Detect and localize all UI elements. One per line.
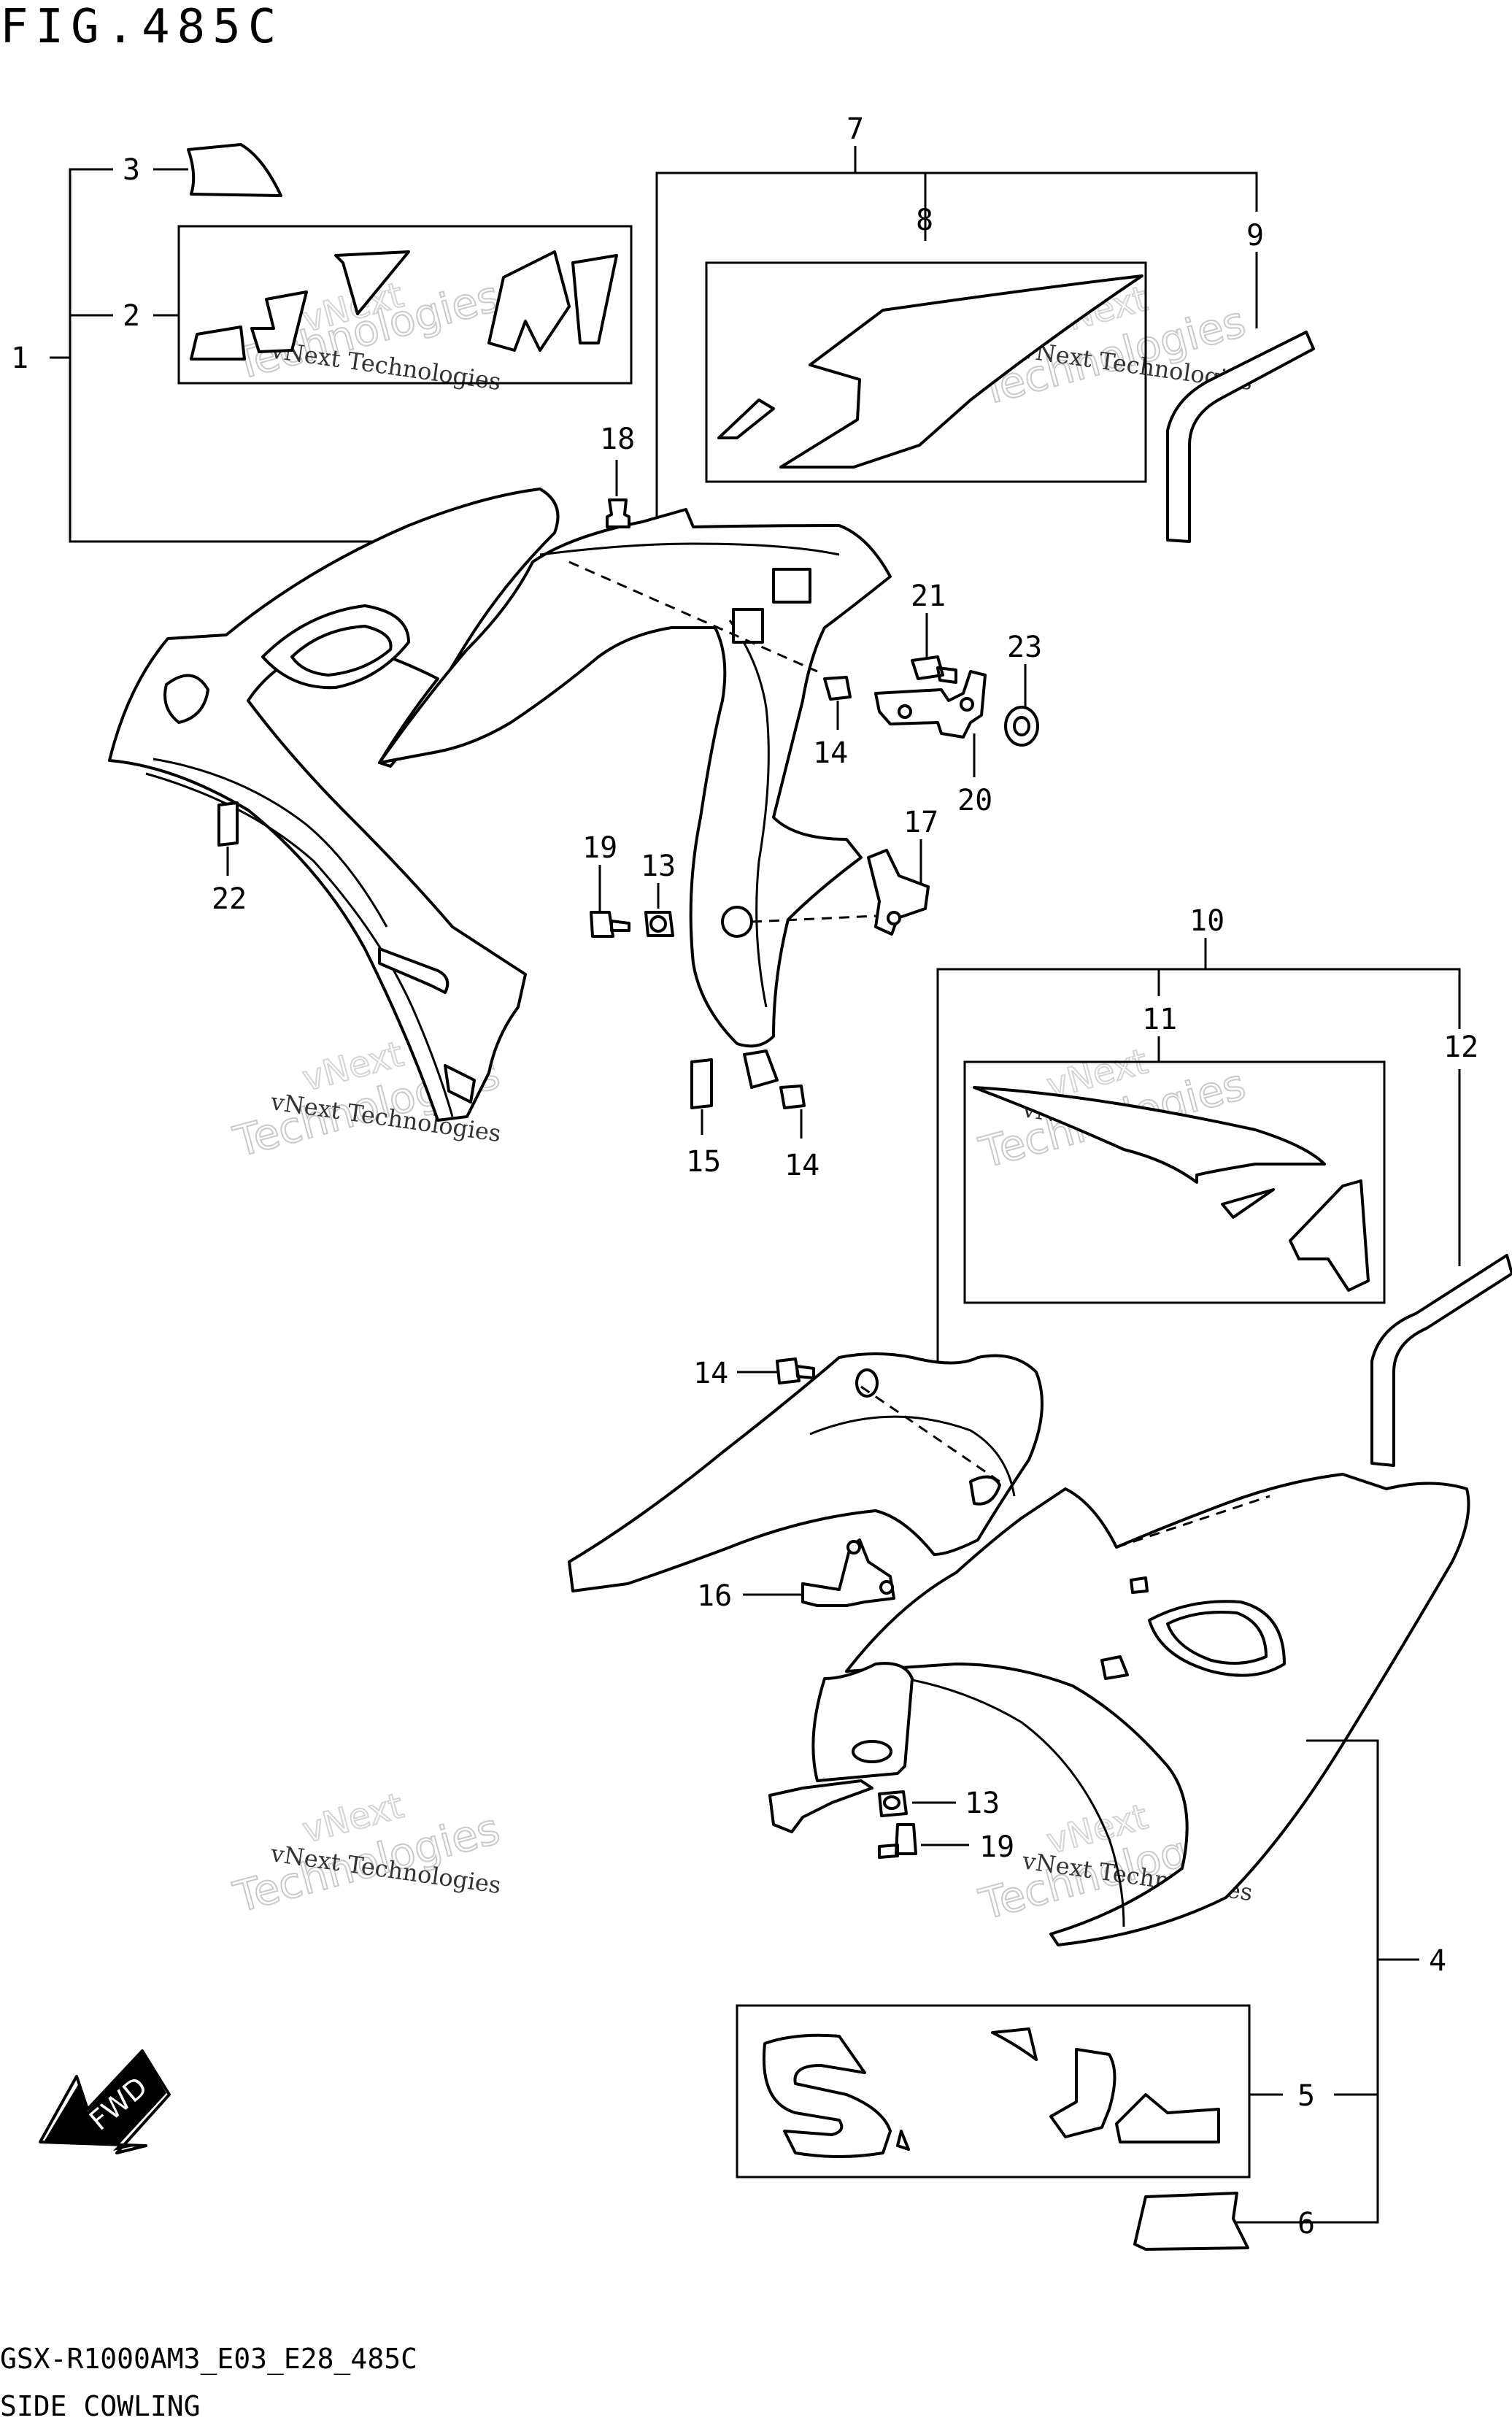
part-2-decal-a [190,325,246,361]
callout-3: 3 [123,153,140,187]
part-5-decal-c [1049,2048,1116,2138]
hole-a [855,1368,879,1398]
part-14-screw-b [779,1085,806,1109]
callout-5: 5 [1297,2079,1315,2113]
part-11-decal-c [1289,1179,1370,1292]
callout-17: 17 [903,806,938,839]
lower-inner-body [568,1352,1044,1592]
callout-14c: 14 [693,1357,728,1390]
model-code: GSX-R1000AM3_E03_E28_485C [0,2343,417,2376]
part-4-side-cowling-left [768,1473,1470,1946]
air-duct-inner [290,625,393,677]
callout-8: 8 [916,204,933,237]
callout-9: 9 [1246,219,1264,253]
part-14-screw-a [823,676,852,701]
callout-4: 4 [1429,1944,1446,1978]
callout-11: 11 [1142,1003,1177,1036]
callout-23: 23 [1007,631,1042,664]
part-19-screw-a [590,911,630,938]
cowling-body [108,488,560,1122]
callout-18: 18 [600,423,635,456]
bracket-7 [655,172,1258,525]
callout-14b: 14 [784,1149,819,1182]
grommet-hole-lower [852,1740,892,1763]
part-14-screw-c [776,1357,815,1384]
callout-2: 2 [123,299,140,333]
callout-20: 20 [957,784,992,817]
lower-front-panel [811,1662,914,1782]
section-name: SIDE COWLING [0,2390,201,2422]
callout-10: 10 [1189,904,1224,938]
bracket-10 [936,968,1461,1368]
callout-group-10: 10 11 12 [936,904,1512,1467]
part-8-decal-b [779,274,1143,469]
part-21-bolt [911,655,957,684]
part-17-bracket [867,849,930,936]
callout-19a: 19 [582,831,617,865]
callout-14a: 14 [813,736,848,770]
lower-air-duct-inner [1166,1611,1268,1665]
callout-group-4: 4 5 6 [736,1739,1446,2251]
callout-12: 12 [1443,1031,1478,1064]
part-6-emblem [1133,2192,1249,2251]
lower-tab [768,1779,873,1833]
callout-group-1: 1 2 3 [11,143,633,543]
part-8-decal-a [717,398,775,439]
figure-title: FIG.485C [0,0,283,54]
bracket-4 [1230,1739,1379,2224]
clip-a [772,568,811,604]
part-9-trim [1166,331,1315,543]
part-3-emblem [187,143,282,197]
part-5-decal-b [991,2027,1038,2061]
callout-group-7: 7 8 9 [655,112,1315,543]
callout-16: 16 [697,1579,732,1613]
part-2-decal-box [177,225,633,385]
mount-boss [163,674,209,724]
part-2-decal-c [487,250,571,352]
callout-15: 15 [686,1145,721,1179]
callout-group-fasteners-lower: 14 16 13 19 [693,1357,1014,1864]
part-8-decal-box [705,261,1147,483]
part-22-pad [217,801,239,847]
part-2-decal-b [250,250,410,353]
fwd-arrow: FWD [39,2049,171,2154]
bracket-1 [69,168,379,543]
tab-lower [378,947,450,994]
callout-group-fasteners-upper: 18 21 23 14 20 17 19 13 22 15 [212,423,1042,1182]
part-5-decal-box [736,2004,1251,2179]
inner-panel-upper [378,508,892,1089]
part-11-decal-b [1221,1188,1275,1219]
callout-22: 22 [212,882,247,916]
part-19-screw-b [878,1823,917,1859]
lower-tab [743,1049,779,1089]
part-1-side-cowling-right [108,488,560,1122]
callout-19b: 19 [979,1830,1014,1864]
part-11-decal-a [973,1086,1326,1184]
part-18-screw [606,498,630,528]
tab-bottom [444,1064,476,1103]
part-5-decal-s [762,2033,892,2158]
callout-7: 7 [846,112,864,146]
callout-6: 6 [1297,2207,1315,2241]
part-12-trim [1370,1254,1512,1467]
part-5-decal-d [1115,2093,1220,2143]
lower-cowling-body [845,1473,1470,1946]
callout-13a: 13 [641,850,676,883]
part-2-decal-d [571,254,618,344]
callout-21: 21 [911,579,946,613]
inner-panel-lower [568,1352,1044,1592]
grommet-hole [721,906,753,938]
part-20-bracket [874,670,987,739]
callout-13b: 13 [965,1787,1000,1820]
callout-1: 1 [11,342,28,375]
part-11-decal-box [963,1060,1386,1304]
part-15-pad [690,1058,713,1109]
